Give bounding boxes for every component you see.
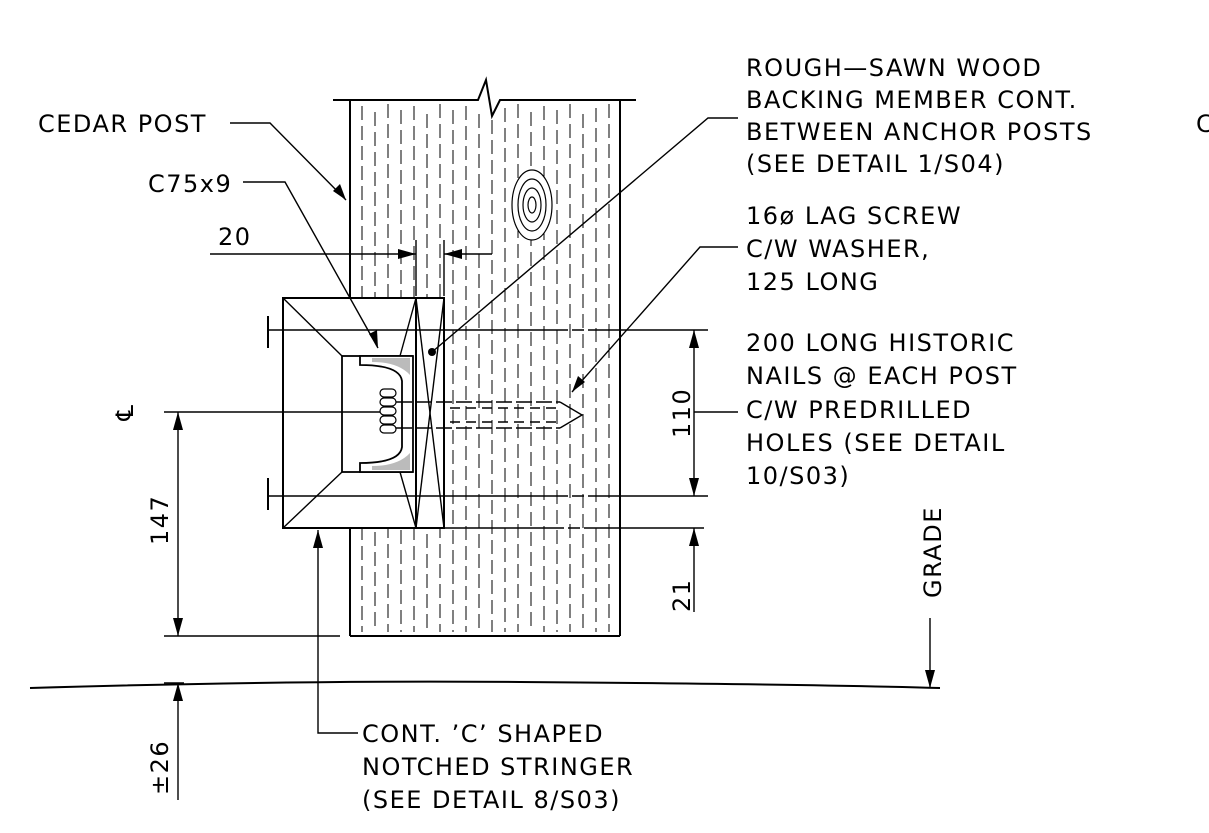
nails-label-line-1: 200 LONG HISTORIC <box>746 329 1015 357</box>
wood-knot <box>511 169 553 241</box>
nails-label-line-4: HOLES (SEE DETAIL <box>746 429 1006 457</box>
dim-20-label: 20 <box>218 223 252 251</box>
clipped-edge-label: C <box>1196 110 1209 138</box>
lag-label-line-2: C/W WASHER, <box>746 235 930 263</box>
dimension-20 <box>210 240 492 296</box>
backing-label-line-2: BACKING MEMBER CONT. <box>746 86 1078 114</box>
c-channel <box>359 355 414 473</box>
backing-label-line-1: ROUGH—SAWN WOOD <box>746 54 1042 82</box>
centerline-symbol: ℄ <box>111 404 139 422</box>
lag-screw <box>379 388 584 434</box>
dimension-26 <box>173 683 183 800</box>
dim-26-label: ±26 <box>146 740 174 795</box>
dimension-21 <box>444 527 708 612</box>
lag-label-line-1: 16ø LAG SCREW <box>746 202 962 230</box>
dimension-110 <box>268 329 738 497</box>
backing-label-line-4: (SEE DETAIL 1/S04) <box>746 150 1005 178</box>
nails-label-line-2: NAILS @ EACH POST <box>746 362 1018 390</box>
nails-label-line-3: C/W PREDRILLED <box>746 396 972 424</box>
backing-member <box>415 297 445 529</box>
cedar-post-label: CEDAR POST <box>38 110 207 138</box>
dimension-147 <box>164 412 340 637</box>
stringer-label-line-1: CONT. ’C’ SHAPED <box>362 720 604 748</box>
backing-label-line-3: BETWEEN ANCHOR POSTS <box>746 118 1093 146</box>
dim-21-label: 21 <box>668 578 696 612</box>
grade-label: GRADE <box>919 506 947 598</box>
dim-147-label: 147 <box>146 495 174 545</box>
stringer-label-line-3: (SEE DETAIL 8/S03) <box>362 786 621 814</box>
nails-label-line-5: 10/S03) <box>746 462 850 490</box>
grade-line <box>29 618 941 689</box>
leaders <box>230 117 738 734</box>
dim-110-label: 110 <box>668 388 696 438</box>
lag-label-line-3: 125 LONG <box>746 268 879 296</box>
stringer-label-line-2: NOTCHED STRINGER <box>362 753 634 781</box>
channel-label: C75x9 <box>148 170 232 198</box>
